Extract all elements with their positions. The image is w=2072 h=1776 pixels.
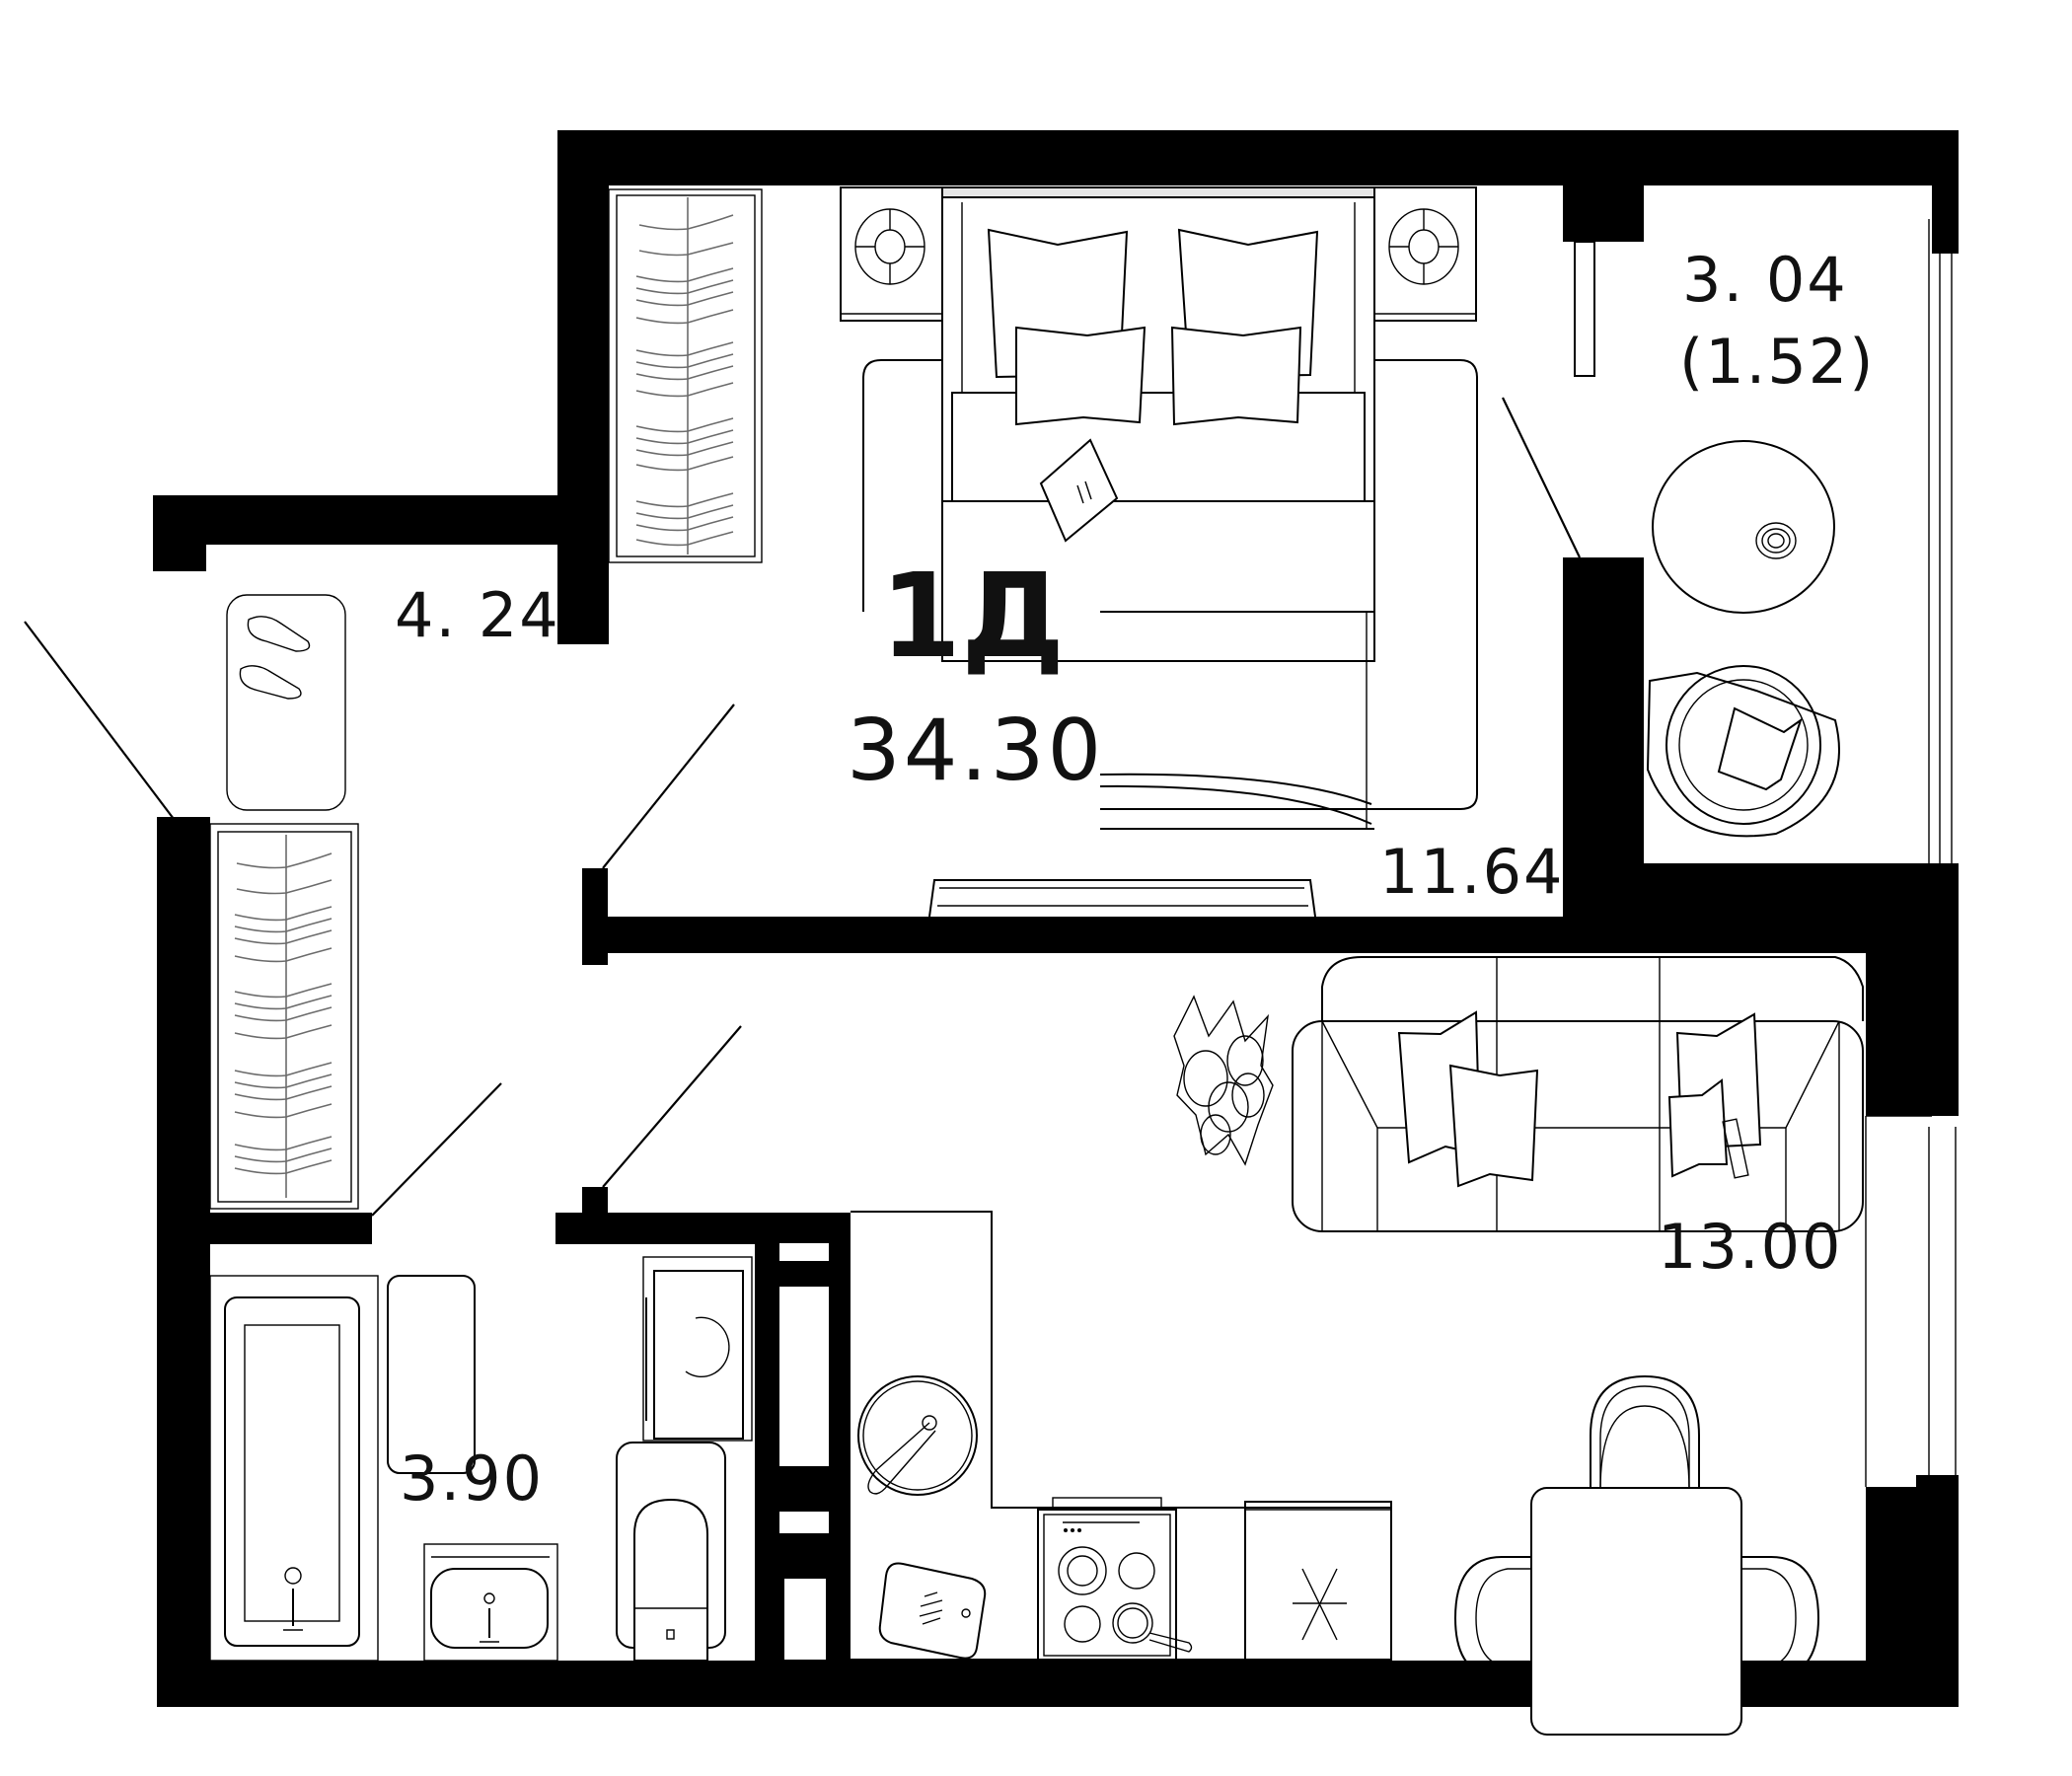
wall-left (157, 817, 210, 1707)
hallway-furniture (209, 188, 763, 1210)
vent-shaft-3 (779, 1512, 829, 1533)
tv-stand-icon (928, 879, 1316, 918)
entrance-door[interactable] (24, 621, 175, 820)
pillow-icon (1015, 326, 1147, 426)
wall-bathroom-top-left (157, 1213, 372, 1244)
sofa-icon (1292, 956, 1864, 1232)
bath-mat-icon (387, 1275, 476, 1474)
countertop-outline (851, 1211, 1391, 1509)
bathroom-area-label: 3.90 (400, 1443, 544, 1515)
windows (1865, 219, 1957, 1487)
wall-bedroom-left (557, 130, 609, 644)
bathtub-icon (209, 1275, 379, 1662)
bedroom-door[interactable] (602, 703, 735, 869)
vent-shaft-2 (779, 1287, 829, 1466)
wall-hallway-top-stub (153, 495, 206, 571)
balcony-furniture (1646, 440, 1840, 838)
stove-icon (1037, 1497, 1193, 1662)
wall-bedroom-right (1563, 557, 1644, 953)
balcony-door[interactable] (1502, 397, 1581, 558)
round-table-icon (1652, 440, 1835, 614)
pillow-icon (1170, 326, 1302, 426)
labels: 1Д 34.30 11.64 4. 24 13.00 3.90 3. 04 (1… (395, 244, 1875, 1515)
wall-bedroom-door-jamb (582, 868, 608, 965)
bathroom-door[interactable] (371, 1082, 502, 1217)
kitchen-furniture (851, 1211, 1392, 1662)
cushion-icon (1667, 1078, 1729, 1178)
balcony-reduced-area-label: (1.52) (1679, 326, 1875, 398)
vent-shaft-4 (784, 1579, 826, 1660)
balcony-door-leaf (1574, 241, 1595, 377)
wall-living-right-upper (1866, 917, 1959, 1116)
toilet-icon (616, 1442, 726, 1662)
living-area-label: 13.00 (1658, 1211, 1843, 1283)
nightstand-icon (840, 186, 943, 322)
washing-machine-icon (642, 1256, 753, 1442)
wardrobe-icon (209, 823, 359, 1210)
vent-shaft-1 (779, 1243, 829, 1261)
living-door[interactable] (602, 1025, 742, 1188)
wardrobe-icon (608, 188, 763, 563)
dining-table-icon (1453, 1374, 1820, 1736)
armchair-icon (1646, 665, 1840, 838)
cutting-board-icon (878, 1562, 987, 1660)
living-furniture (1173, 956, 1864, 1736)
fridge-icon (1244, 1501, 1392, 1662)
rug-icon (862, 359, 1478, 810)
shoe-mat-icon (226, 594, 346, 811)
bedroom-area-label: 11.64 (1379, 836, 1565, 908)
phone-icon (1722, 1118, 1749, 1179)
wall-corner-top-right (1932, 130, 1959, 254)
wall-balcony-door-head (1563, 185, 1644, 242)
total-area-label: 34.30 (847, 702, 1104, 800)
wall-living-right-lower-step (1916, 1475, 1959, 1495)
nightstand-icon (1373, 186, 1477, 322)
washbasin-icon (423, 1543, 558, 1662)
bed-icon (941, 186, 1375, 830)
hallway-area-label: 4. 24 (395, 579, 560, 651)
wall-hallway-top (153, 495, 609, 545)
wall-living-right-lower (1866, 1487, 1959, 1707)
bathroom-fixtures (209, 1256, 753, 1662)
bedroom-furniture (840, 186, 1478, 918)
plant-icon (1173, 995, 1274, 1166)
wall-top (557, 130, 1959, 185)
wall-bathroom-door-jamb (582, 1187, 608, 1226)
doors (24, 241, 1595, 1217)
sink-icon (857, 1375, 978, 1496)
balcony-area-label: 3. 04 (1682, 244, 1848, 316)
apartment-type-label: 1Д (880, 548, 1065, 684)
cushion-icon (1448, 1064, 1539, 1188)
